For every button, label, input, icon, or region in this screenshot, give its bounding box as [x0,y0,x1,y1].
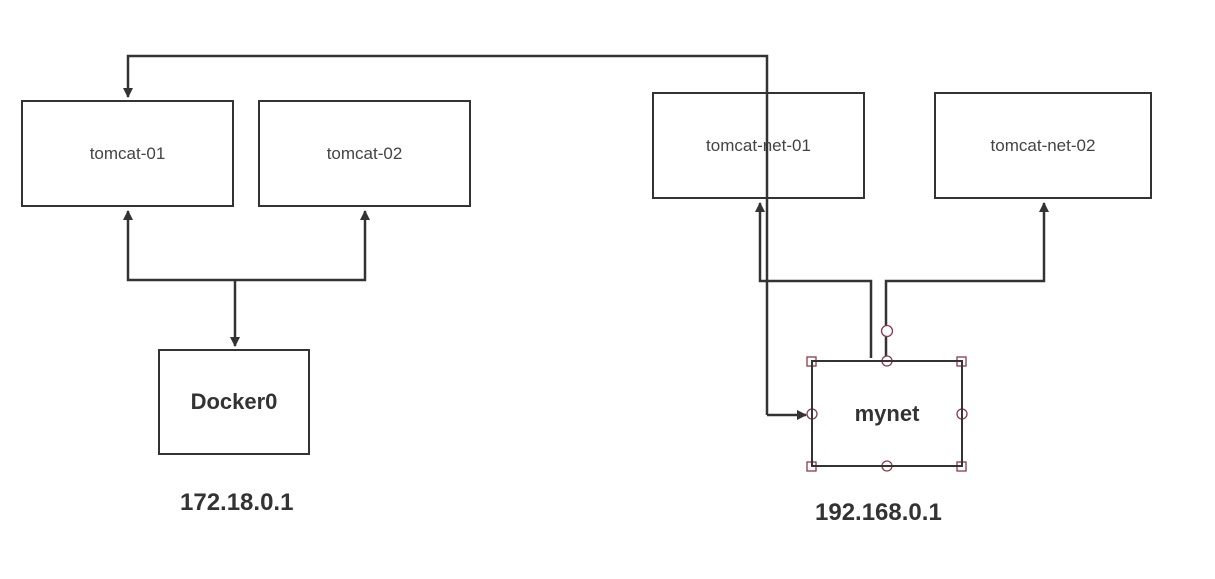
node-tomcat-01[interactable]: tomcat-01 [21,100,234,207]
node-tomcat-02[interactable]: tomcat-02 [258,100,471,207]
node-tomcat-net-01[interactable]: tomcat-net-01 [652,92,865,199]
mynet-ip-label[interactable]: 192.168.0.1 [815,499,942,526]
node-label: Docker0 [190,389,278,414]
node-mynet[interactable]: mynet [811,360,963,467]
node-docker0[interactable]: Docker0 [158,349,310,455]
docker0-ip-label[interactable]: 172.18.0.1 [180,489,294,516]
edge-docker0-tomcat01[interactable] [123,210,235,282]
edge-docker0-tomcat02[interactable] [235,210,370,282]
node-label: mynet [854,400,920,426]
node-tomcat-net-02[interactable]: tomcat-net-02 [934,92,1152,199]
edge-mynet-net02[interactable] [884,202,1049,358]
node-label: tomcat-02 [326,143,403,163]
node-label: tomcat-net-01 [706,135,811,155]
edge-mynet-net01[interactable] [755,202,873,358]
node-label: tomcat-01 [89,143,166,163]
node-label: tomcat-net-02 [990,135,1096,155]
rotate-handle[interactable] [880,324,894,338]
edge-net01-tomcat01[interactable] [123,54,769,415]
